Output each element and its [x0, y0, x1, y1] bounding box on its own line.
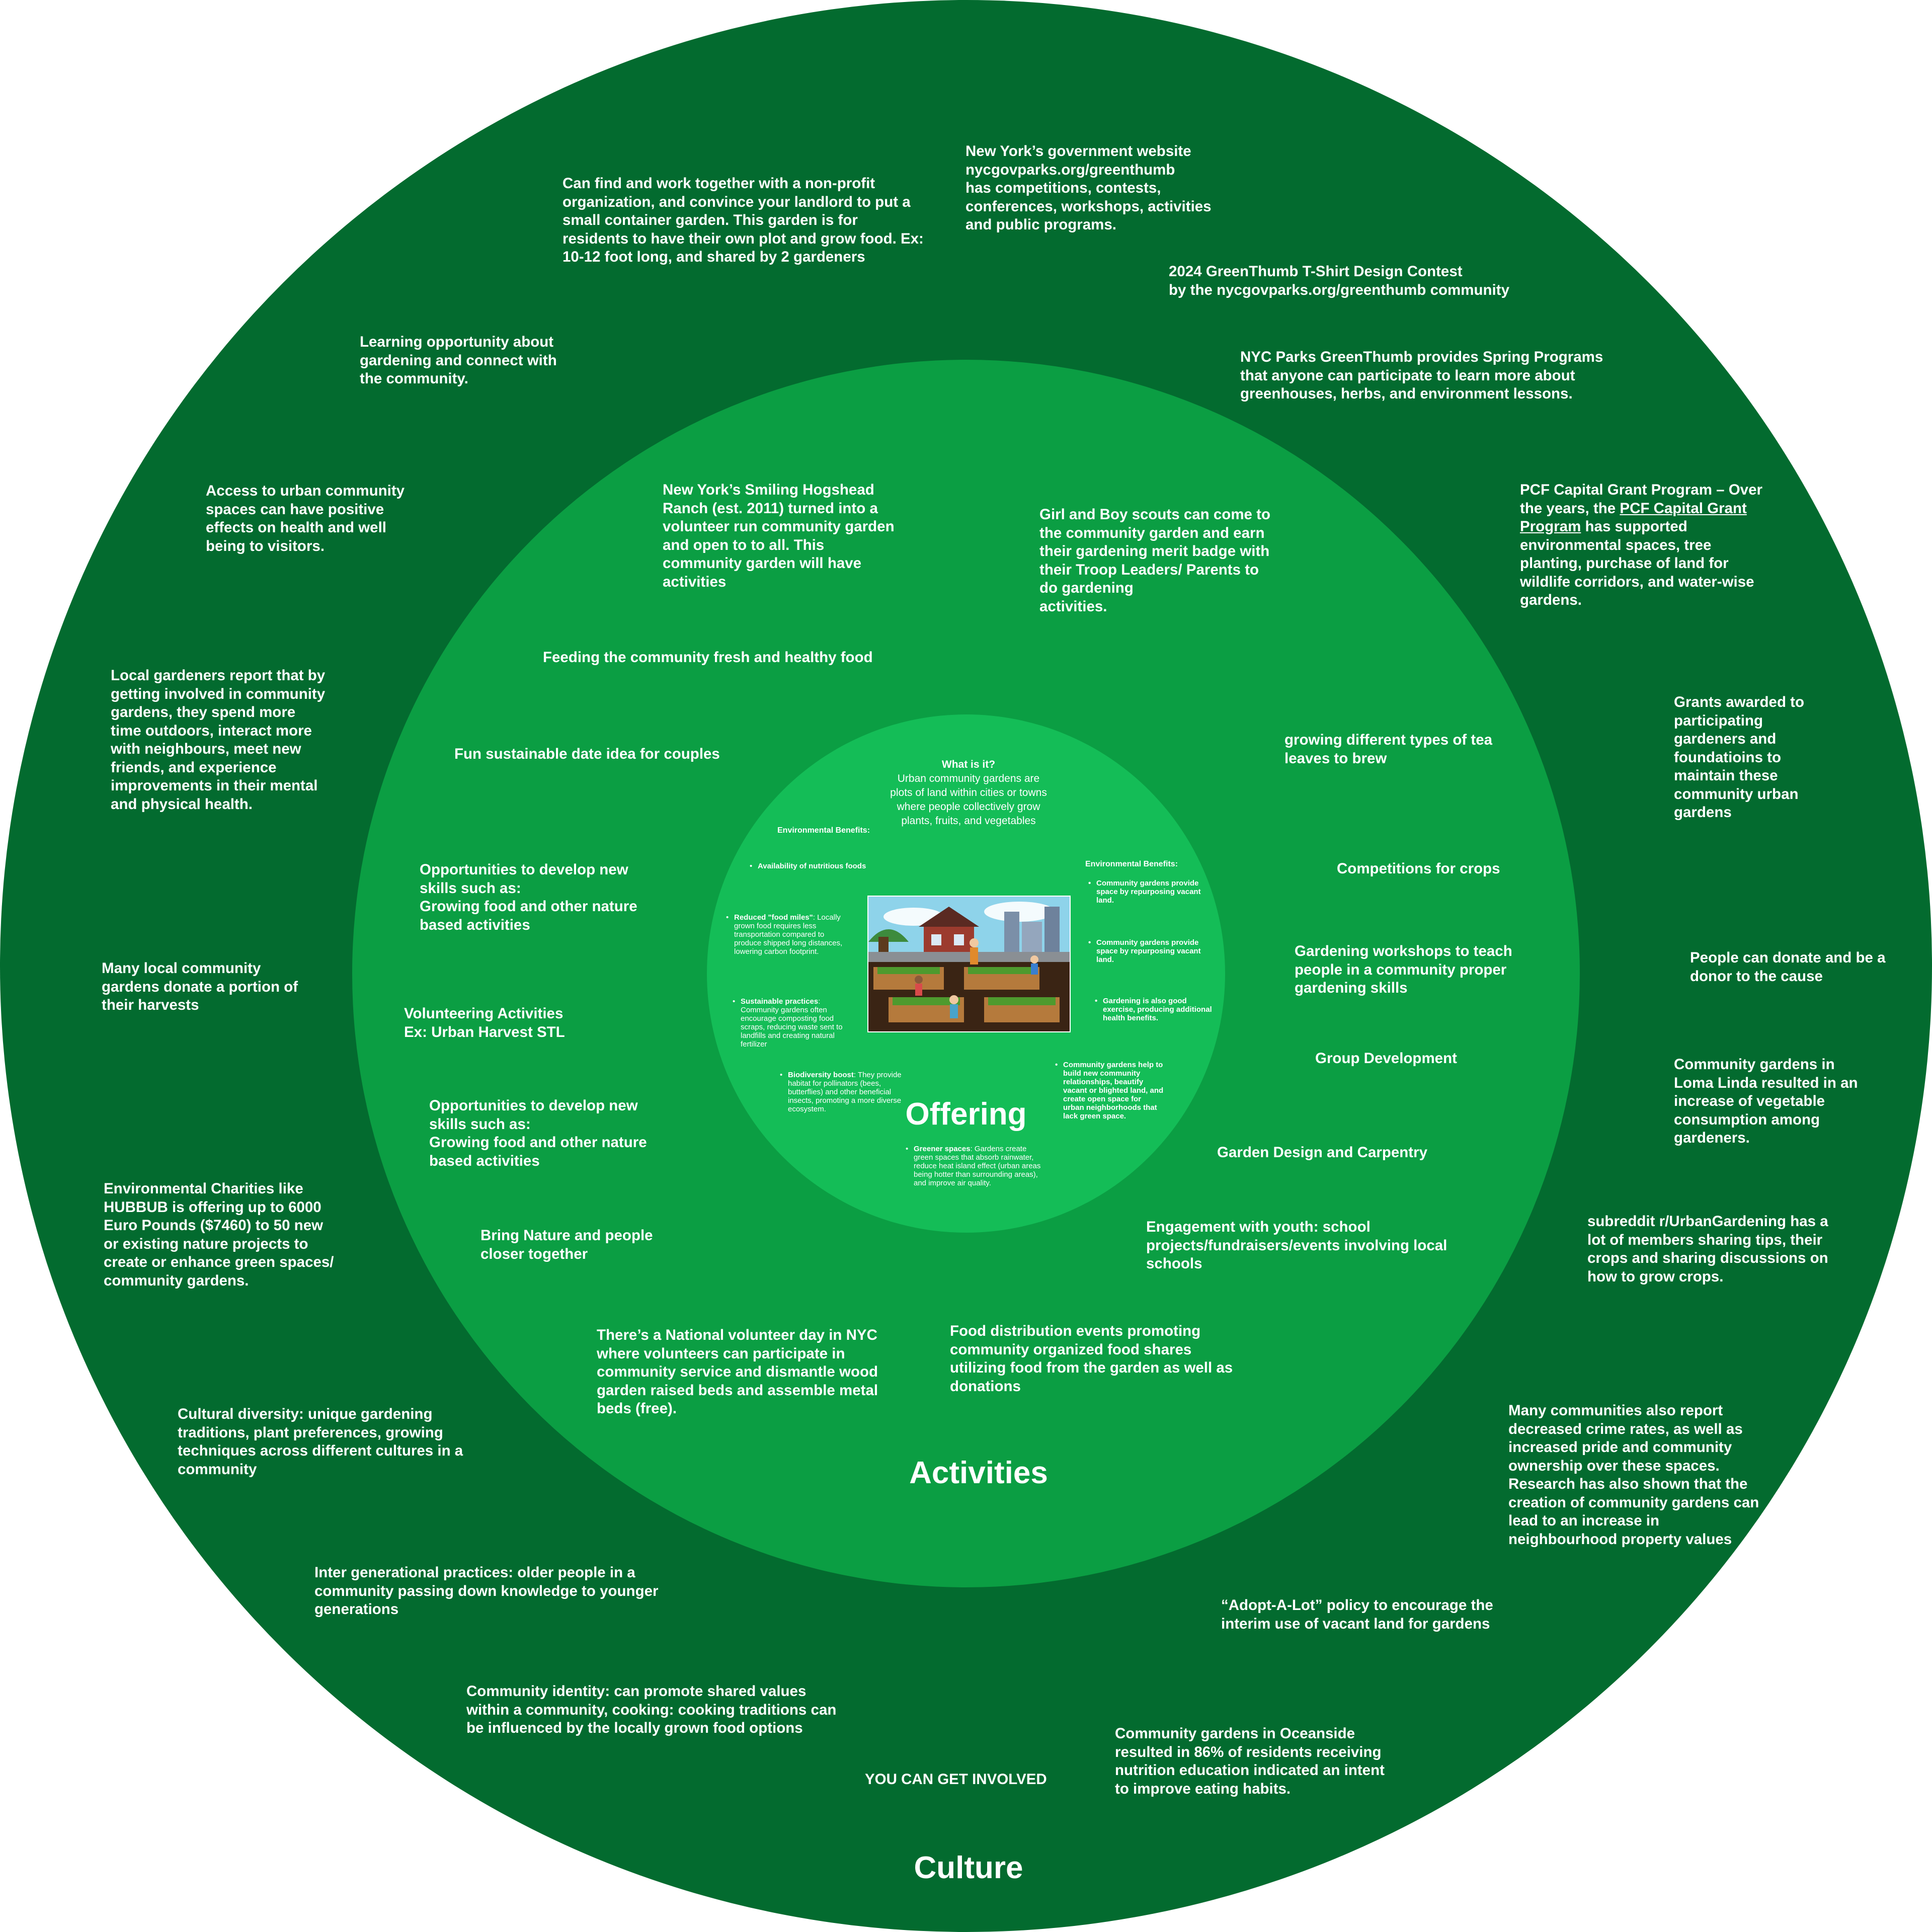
activity-note: Opportunities to develop new skills such…: [420, 861, 637, 933]
culture-note: Many local community gardens donate a po…: [102, 960, 298, 1013]
culture-note: Environmental Charities like HUBBUB is o…: [104, 1180, 334, 1289]
culture-note: Community gardens in Loma Linda resulted…: [1674, 1056, 1858, 1146]
culture-note: “Adopt-A-Lot” policy to encourage the in…: [1221, 1597, 1493, 1632]
activity-note: growing different types of tea leaves to…: [1284, 732, 1493, 767]
activities-title: Activities: [909, 1456, 1048, 1490]
culture-note: Cultural diversity: unique gardening tra…: [178, 1406, 463, 1478]
culture-note: New York’s government website nycgovpark…: [965, 143, 1212, 233]
benefit-bullet: Availability of nutritious foods: [750, 862, 868, 870]
culture-note: People can donate and be a donor to the …: [1690, 949, 1886, 985]
culture-note: Inter generational practices: older peop…: [314, 1564, 659, 1618]
activity-note: Fun sustainable date idea for couples: [454, 746, 720, 762]
benefit-bullet: Greener spaces: Gardens create green spa…: [906, 1145, 1044, 1187]
activity-note: Opportunities to develop new skills such…: [429, 1097, 647, 1169]
culture-note: Can find and work together with a non-pr…: [562, 175, 924, 265]
offering-title: Offering: [905, 1097, 1027, 1132]
culture-note: Community gardens in Oceanside resulted …: [1115, 1725, 1385, 1797]
culture-note: Grants awarded to participating gardener…: [1674, 694, 1805, 821]
activity-note: Gardening workshops to teach people in a…: [1295, 943, 1512, 996]
what-is-it-block: What is it? Urban community gardens are …: [886, 758, 1052, 828]
benefit-bullet: Sustainable practices: Community gardens…: [733, 997, 851, 1049]
activity-note: Engagement with youth: school projects/f…: [1146, 1219, 1447, 1272]
benefit-bullet: Biodiversity boost: They provide habitat…: [780, 1071, 904, 1113]
culture-title: Culture: [914, 1850, 1023, 1885]
benefit-bullet: Reduced "food miles": Locally grown food…: [726, 913, 845, 956]
activity-note: Competitions for crops: [1337, 860, 1500, 877]
culture-note: PCF Capital Grant Program – Over the yea…: [1520, 481, 1762, 608]
benefit-bullet: Gardening is also good exercise, produci…: [1095, 997, 1214, 1022]
benefit-bullet: Community gardens provide space by repur…: [1088, 938, 1207, 964]
env-benefits-header-left: Environmental Benefits:: [777, 826, 870, 835]
activity-note: Feeding the community fresh and healthy …: [543, 649, 873, 666]
activity-note: New York’s Smiling Hogshead Ranch (est. …: [663, 481, 895, 590]
activity-note: There’s a National volunteer day in NYC …: [597, 1327, 878, 1417]
activity-note: Girl and Boy scouts can come to the comm…: [1039, 506, 1270, 615]
activity-note: Bring Nature and people closer together: [480, 1227, 653, 1262]
activity-note: Group Development: [1315, 1050, 1457, 1067]
activity-note: Food distribution events promoting commu…: [950, 1323, 1233, 1395]
garden-illustration: [867, 896, 1071, 1032]
what-is-it-question: What is it?: [941, 759, 996, 770]
culture-note: YOU CAN GET INVOLVED: [865, 1771, 1047, 1788]
what-is-it-answer: Urban community gardens are plots of lan…: [890, 773, 1047, 827]
culture-note: 2024 GreenThumb T-Shirt Design Contest b…: [1169, 263, 1509, 298]
culture-note: Community identity: can promote shared v…: [466, 1683, 837, 1736]
benefit-bullet: Community gardens help to build new comm…: [1055, 1061, 1164, 1120]
activity-note: Volunteering Activities Ex: Urban Harves…: [404, 1005, 565, 1040]
culture-note: Local gardeners report that by getting i…: [111, 667, 326, 813]
benefit-bullet: Community gardens provide space by repur…: [1088, 879, 1207, 905]
env-benefits-header-right: Environmental Benefits:: [1085, 860, 1178, 868]
culture-note: Access to urban community spaces can hav…: [206, 482, 405, 554]
pcf-grant-link[interactable]: PCF Capital Grant Program: [1520, 500, 1747, 535]
culture-note: Many communities also report decreased c…: [1508, 1402, 1759, 1548]
culture-note: NYC Parks GreenThumb provides Spring Pro…: [1240, 349, 1603, 402]
activity-note: Garden Design and Carpentry: [1217, 1144, 1428, 1161]
culture-note: Learning opportunity about gardening and…: [360, 334, 557, 387]
culture-note: subreddit r/UrbanGardening has a lot of …: [1587, 1213, 1828, 1285]
